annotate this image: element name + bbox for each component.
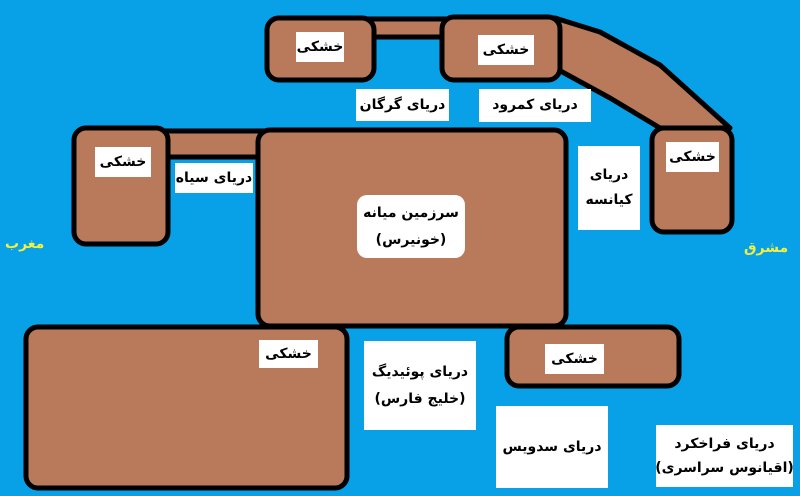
land-label-south-east: خشکی [545, 344, 604, 374]
central-land-name: سرزمین میانه [363, 204, 459, 221]
land-west-shape [71, 125, 171, 247]
land-label-west: خشکی [95, 147, 151, 177]
sea-label-kyansa-line2: کیانسه [585, 192, 633, 208]
land-bridge-top [362, 16, 453, 40]
land-label-top-left: خشکی [296, 32, 344, 62]
central-land-subtitle: (خونیرس) [375, 231, 447, 248]
sea-label-kyansa-line1: دریای [589, 166, 629, 183]
direction-east-label: مشرق [744, 240, 789, 256]
direction-west-label: مغرب [5, 236, 45, 252]
sea-label-pudik-line2: (خلیج فارس) [374, 390, 466, 407]
land-label-top-middle: خشکی [478, 35, 534, 65]
sea-label-gorgan: دریای گرگان [356, 89, 449, 121]
sea-label-farakhkard-line1: دریای فراخکرد [674, 435, 775, 452]
land-label-south-west: خشکی [259, 340, 318, 368]
sea-label-kamrud: دریای کمرود [479, 89, 591, 122]
sea-label-pudik-line1: دریای پوئیدیگ [371, 363, 469, 380]
land-bridge-west [157, 128, 268, 160]
sea-label-siyah: دریای سیاه [175, 163, 253, 193]
sea-label-pudik: دریای پوئیدیگ (خلیج فارس) [364, 341, 476, 430]
central-land-label: سرزمین میانه (خونیرس) [357, 195, 465, 258]
sea-label-farakhkard: دریای فراخکرد (اقیانوس سراسری) [655, 425, 794, 487]
land-label-east: خشکی [666, 142, 719, 172]
sea-label-kyansa: دریای کیانسه [578, 146, 640, 230]
sea-label-sadvis: دریای سدویس [496, 406, 608, 488]
sea-label-farakhkard-line2: (اقیانوس سراسری) [655, 460, 794, 476]
